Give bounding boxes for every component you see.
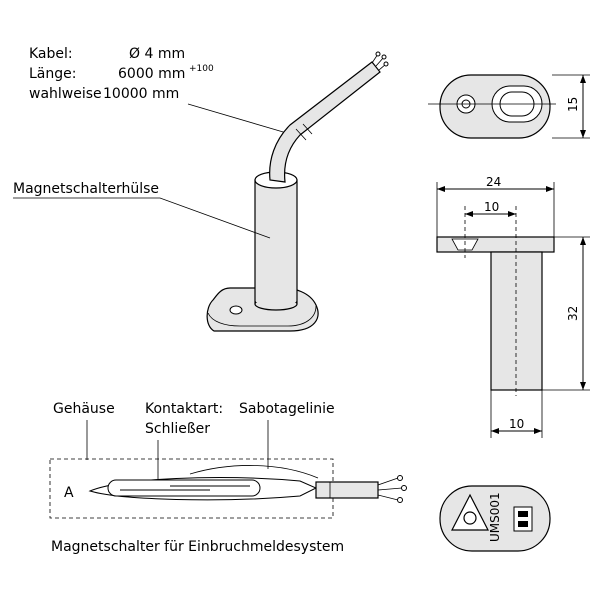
sleeve-leader-line	[13, 197, 271, 239]
cable-value: Ø 4 mm	[129, 46, 185, 62]
approval-logo	[518, 511, 528, 527]
mounting-hole	[229, 305, 243, 315]
caption: Magnetschalter für Einbruchmeldesystem	[51, 539, 344, 555]
side-view-body	[490, 251, 543, 391]
housing-label: Gehäuse	[53, 401, 115, 417]
dimension-body-diameter: 10	[490, 390, 543, 438]
approval-logo-box	[513, 506, 533, 532]
tamper-line-label: Sabotagelinie	[239, 401, 335, 417]
schematic-wire-ends	[377, 475, 407, 503]
dimension-body-height: 32	[542, 236, 590, 391]
cable-wire-ends	[371, 51, 389, 71]
model-marking: UMS001	[488, 492, 502, 542]
length-label: Länge:	[29, 66, 76, 82]
cable-sheath-mark	[295, 128, 307, 141]
dimension-top-height: 15	[552, 74, 590, 139]
cable-label: Kabel:	[29, 46, 73, 62]
dimension-hole-spacing: 10	[465, 200, 516, 217]
contact-value-label: Schließer	[145, 421, 210, 437]
top-view	[428, 74, 556, 139]
terminal-label: A	[64, 485, 74, 501]
hole-spacing-value: 10	[484, 200, 499, 214]
optional-label: wahlweise	[29, 86, 102, 102]
marking-hole	[463, 511, 477, 525]
flange-width-value: 24	[486, 175, 501, 189]
marking-view: UMS001	[439, 485, 551, 552]
dimension-flange-width: 24	[436, 175, 555, 237]
schematic: Gehäuse Kontaktart: Schließer Sabotageli…	[49, 401, 407, 555]
length-value: 6000 mm	[118, 66, 185, 82]
housing-boundary	[49, 458, 334, 519]
base-plate-edge	[207, 305, 317, 327]
top-height-value: 15	[566, 97, 580, 112]
body-height-value: 32	[566, 306, 580, 321]
body-diameter-value: 10	[509, 417, 524, 431]
optional-value: 10000 mm	[103, 86, 179, 102]
spec-leader-line	[187, 103, 291, 135]
contact-type-label: Kontaktart:	[145, 401, 223, 417]
sleeve-label: Magnetschalterhülse	[13, 181, 159, 197]
sleeve-3d-view	[206, 51, 389, 332]
schematic-cable	[315, 481, 379, 499]
tamper-loop	[189, 465, 319, 479]
cable	[269, 61, 381, 183]
side-view	[436, 206, 555, 396]
length-tolerance: +100	[189, 64, 214, 74]
spec-block: Kabel: Ø 4 mm Länge: 6000 mm +100 wahlwe…	[29, 46, 214, 102]
reed-glass-tube	[107, 479, 261, 497]
